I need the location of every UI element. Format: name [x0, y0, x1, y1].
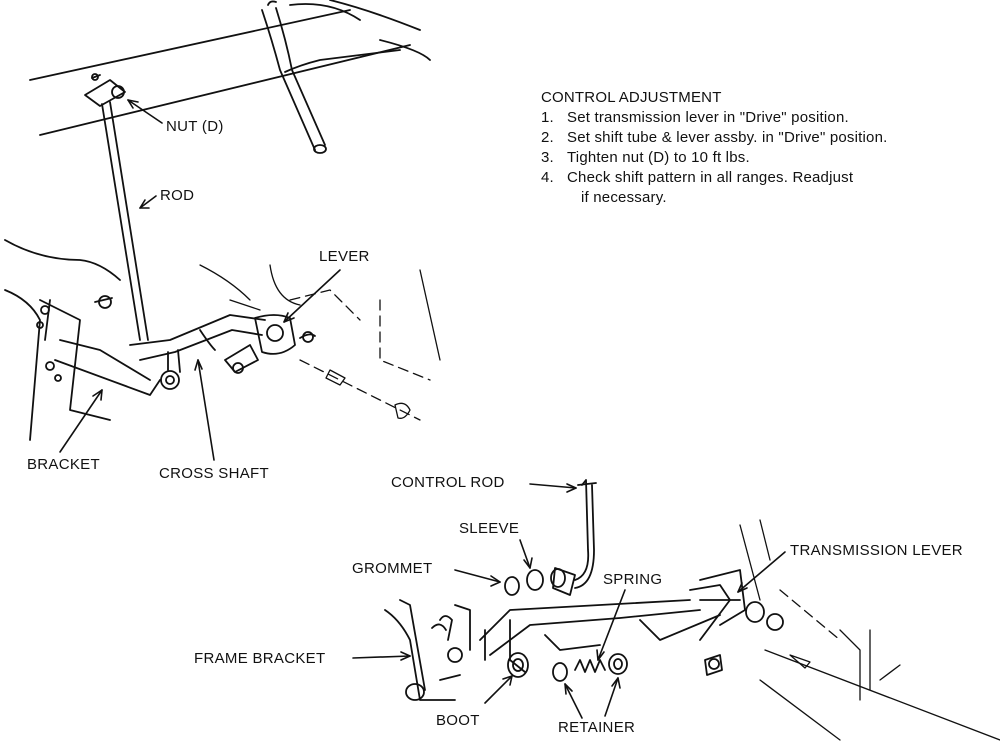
lever-drawing — [225, 315, 315, 373]
note-step: 3.Tighten nut (D) to 10 ft lbs. — [541, 149, 750, 166]
note-step: 4.Check shift pattern in all ranges. Rea… — [541, 169, 854, 206]
boot-drawing — [508, 653, 528, 677]
spring-retainer-drawing — [553, 654, 627, 681]
transmission-body-lower — [740, 520, 1000, 740]
lever-label: LEVER — [319, 248, 370, 265]
boot-label: BOOT — [436, 712, 480, 729]
notes-steps: 1.Set transmission lever in "Drive" posi… — [541, 108, 888, 208]
leader-lines — [60, 100, 785, 718]
rod-label: ROD — [160, 187, 195, 204]
transmission-body-upper — [200, 265, 440, 420]
spring-label: SPRING — [603, 571, 663, 588]
retainer-label: RETAINER — [558, 719, 636, 736]
notes-title: CONTROL ADJUSTMENT — [541, 89, 722, 106]
bracket-label: BRACKET — [27, 456, 100, 473]
frame-bracket-label: FRAME BRACKET — [194, 650, 326, 667]
control-rod-drawing — [575, 480, 596, 588]
bracket-drawing — [5, 240, 179, 440]
sleeve-label: SLEEVE — [459, 520, 520, 537]
note-step: 1.Set transmission lever in "Drive" posi… — [541, 109, 849, 126]
rod-drawing — [102, 102, 148, 340]
control-rod-label: CONTROL ROD — [391, 474, 505, 491]
steering-column-drawing — [30, 0, 430, 153]
nut-d-label: NUT (D) — [166, 118, 224, 135]
grommet-label: GROMMET — [352, 560, 433, 577]
note-step: 2.Set shift tube & lever assby. in "Driv… — [541, 129, 888, 146]
nut-d-drawing — [85, 74, 125, 106]
sleeve-grommet-drawing — [505, 568, 575, 595]
cross-shaft-drawing — [130, 315, 265, 372]
cross-shaft-label: CROSS SHAFT — [159, 465, 269, 482]
transmission-lever-label: TRANSMISSION LEVER — [790, 542, 963, 559]
frame-bracket-drawing — [385, 600, 462, 700]
control-adjustment-notes: CONTROL ADJUSTMENT 1.Set transmission le… — [541, 88, 888, 208]
shift-linkage-drawing — [455, 585, 740, 672]
